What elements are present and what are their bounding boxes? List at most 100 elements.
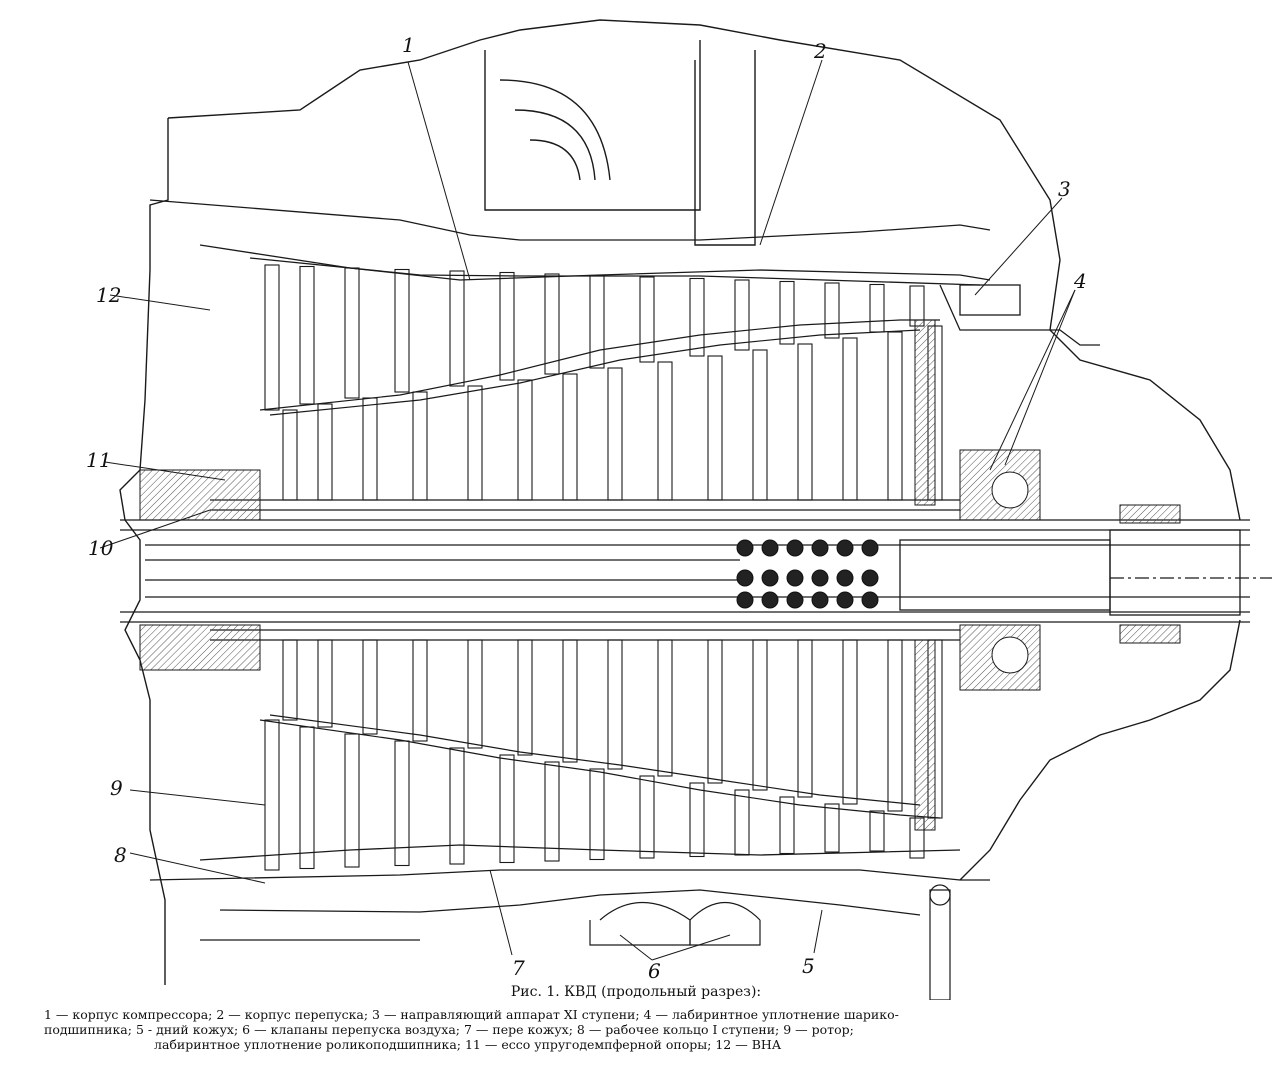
upper-stator-blade — [264, 264, 280, 411]
shaft-bolts — [736, 539, 879, 609]
callout-11: 11 — [86, 448, 111, 472]
upper-stator-blade — [779, 280, 795, 345]
shaft — [120, 519, 1272, 623]
upper-rotor-blade — [282, 409, 298, 501]
upper-rotor-blade — [797, 343, 813, 501]
lower-rotor-blade — [752, 639, 768, 791]
upper-stator-blade — [499, 271, 515, 381]
upper-stator-blade — [449, 270, 465, 387]
lower-rotor-blade — [362, 639, 378, 735]
lower-stator-blade — [779, 796, 795, 855]
callout-2: 2 — [813, 39, 827, 63]
upper-stator-blade — [544, 273, 560, 375]
bolt — [736, 569, 754, 587]
legend-line: лабиринтное уплотнение роликоподшипника;… — [154, 1037, 782, 1052]
lower-stator-blade — [869, 810, 885, 852]
bolt — [861, 591, 879, 609]
lower-stator-blade — [299, 726, 315, 870]
upper-rotor-blade — [562, 373, 578, 501]
bolt — [836, 539, 854, 557]
upper-rotor-blade — [707, 355, 723, 501]
bolt — [786, 569, 804, 587]
upper-rotor-blade — [657, 361, 673, 501]
upper-rotor-blade — [467, 385, 483, 501]
bolt — [736, 539, 754, 557]
callout-1: 1 — [402, 33, 415, 57]
lower-rotor-blade — [412, 639, 428, 742]
lower-stator-blade — [394, 740, 410, 867]
outer-boundary — [119, 19, 1241, 985]
callout-6: 6 — [648, 959, 661, 983]
upper-stator-blade — [869, 283, 885, 333]
upper-flowpath — [210, 319, 960, 511]
upper-rotor-blade — [842, 337, 858, 501]
callout-labels: 1 2 3 4 5 6 7 8 9 10 11 12 — [86, 33, 1087, 983]
callout-12: 12 — [96, 283, 121, 307]
legend-line: подшипника; 5 - дний кожух; 6 — клапаны … — [44, 1022, 854, 1037]
callout-7: 7 — [512, 956, 525, 980]
callout-3: 3 — [1058, 177, 1071, 201]
lower-rotor-blade — [607, 639, 623, 770]
lower-rotor-blade — [517, 639, 533, 756]
bypass-valves — [589, 884, 951, 1000]
lower-flowpath — [210, 629, 960, 819]
bolt — [786, 539, 804, 557]
lower-stator-blade — [824, 803, 840, 853]
bearing-supports — [139, 319, 1181, 831]
lower-stator-blade — [544, 761, 560, 862]
lower-rotor-blade — [797, 639, 813, 798]
lower-blade-row — [264, 639, 943, 871]
upper-casing — [149, 199, 1100, 346]
lower-rotor-blade — [887, 639, 903, 812]
lower-rotor-blade — [707, 639, 723, 784]
bolt — [811, 569, 829, 587]
upper-stator-blade — [589, 274, 605, 369]
lower-stator-blade — [449, 747, 465, 865]
lower-rotor-blade — [562, 639, 578, 763]
bolt — [786, 591, 804, 609]
legend-line: 1 — корпус компрессора; 2 — корпус переп… — [44, 1007, 899, 1022]
callout-5: 5 — [802, 954, 815, 978]
lower-stator-blade — [639, 775, 655, 859]
lower-stator-blade — [344, 733, 360, 868]
upper-stator-blade — [734, 279, 750, 351]
upper-rotor-blade — [752, 349, 768, 501]
bolt — [736, 591, 754, 609]
upper-stator-blade — [394, 268, 410, 393]
bolt — [836, 569, 854, 587]
upper-rotor-blade — [362, 397, 378, 501]
leader-lines — [99, 59, 1076, 961]
lower-stator-blade — [734, 789, 750, 856]
upper-stator-blade — [344, 267, 360, 399]
upper-stator-blade — [299, 265, 315, 405]
upper-rotor-blade — [317, 403, 333, 501]
lower-rotor-blade — [467, 639, 483, 749]
lower-rotor-blade — [317, 639, 333, 728]
upper-rotor-blade — [517, 379, 533, 501]
bolt — [811, 539, 829, 557]
callout-10: 10 — [88, 536, 114, 560]
bolt — [761, 539, 779, 557]
lower-stator-blade — [264, 719, 280, 871]
upper-stator-blade — [689, 277, 705, 357]
lower-stator-blade — [499, 754, 515, 864]
bolt — [811, 591, 829, 609]
lower-casing — [149, 844, 990, 941]
callout-4: 4 — [1073, 269, 1087, 293]
figure-title: Рис. 1. КВД (продольный разрез): — [510, 984, 762, 1000]
lower-stator-blade — [689, 782, 705, 858]
lower-rotor-blade — [842, 639, 858, 805]
upper-stator-blade — [824, 282, 840, 339]
compressor-section-drawing: 1 2 3 4 5 6 7 8 9 10 11 12 — [86, 19, 1272, 1000]
upper-blade-row — [264, 264, 943, 501]
upper-rotor-blade — [887, 331, 903, 501]
lower-stator-blade — [589, 768, 605, 861]
upper-stator-blade — [639, 276, 655, 363]
figure-legend: 1 — корпус компрессора; 2 — корпус переп… — [44, 1007, 1044, 1052]
callout-9: 9 — [110, 776, 123, 800]
bolt — [861, 569, 879, 587]
callout-8: 8 — [114, 843, 127, 867]
lower-rotor-blade — [657, 639, 673, 777]
lower-rotor-blade — [282, 639, 298, 721]
bolt — [761, 569, 779, 587]
